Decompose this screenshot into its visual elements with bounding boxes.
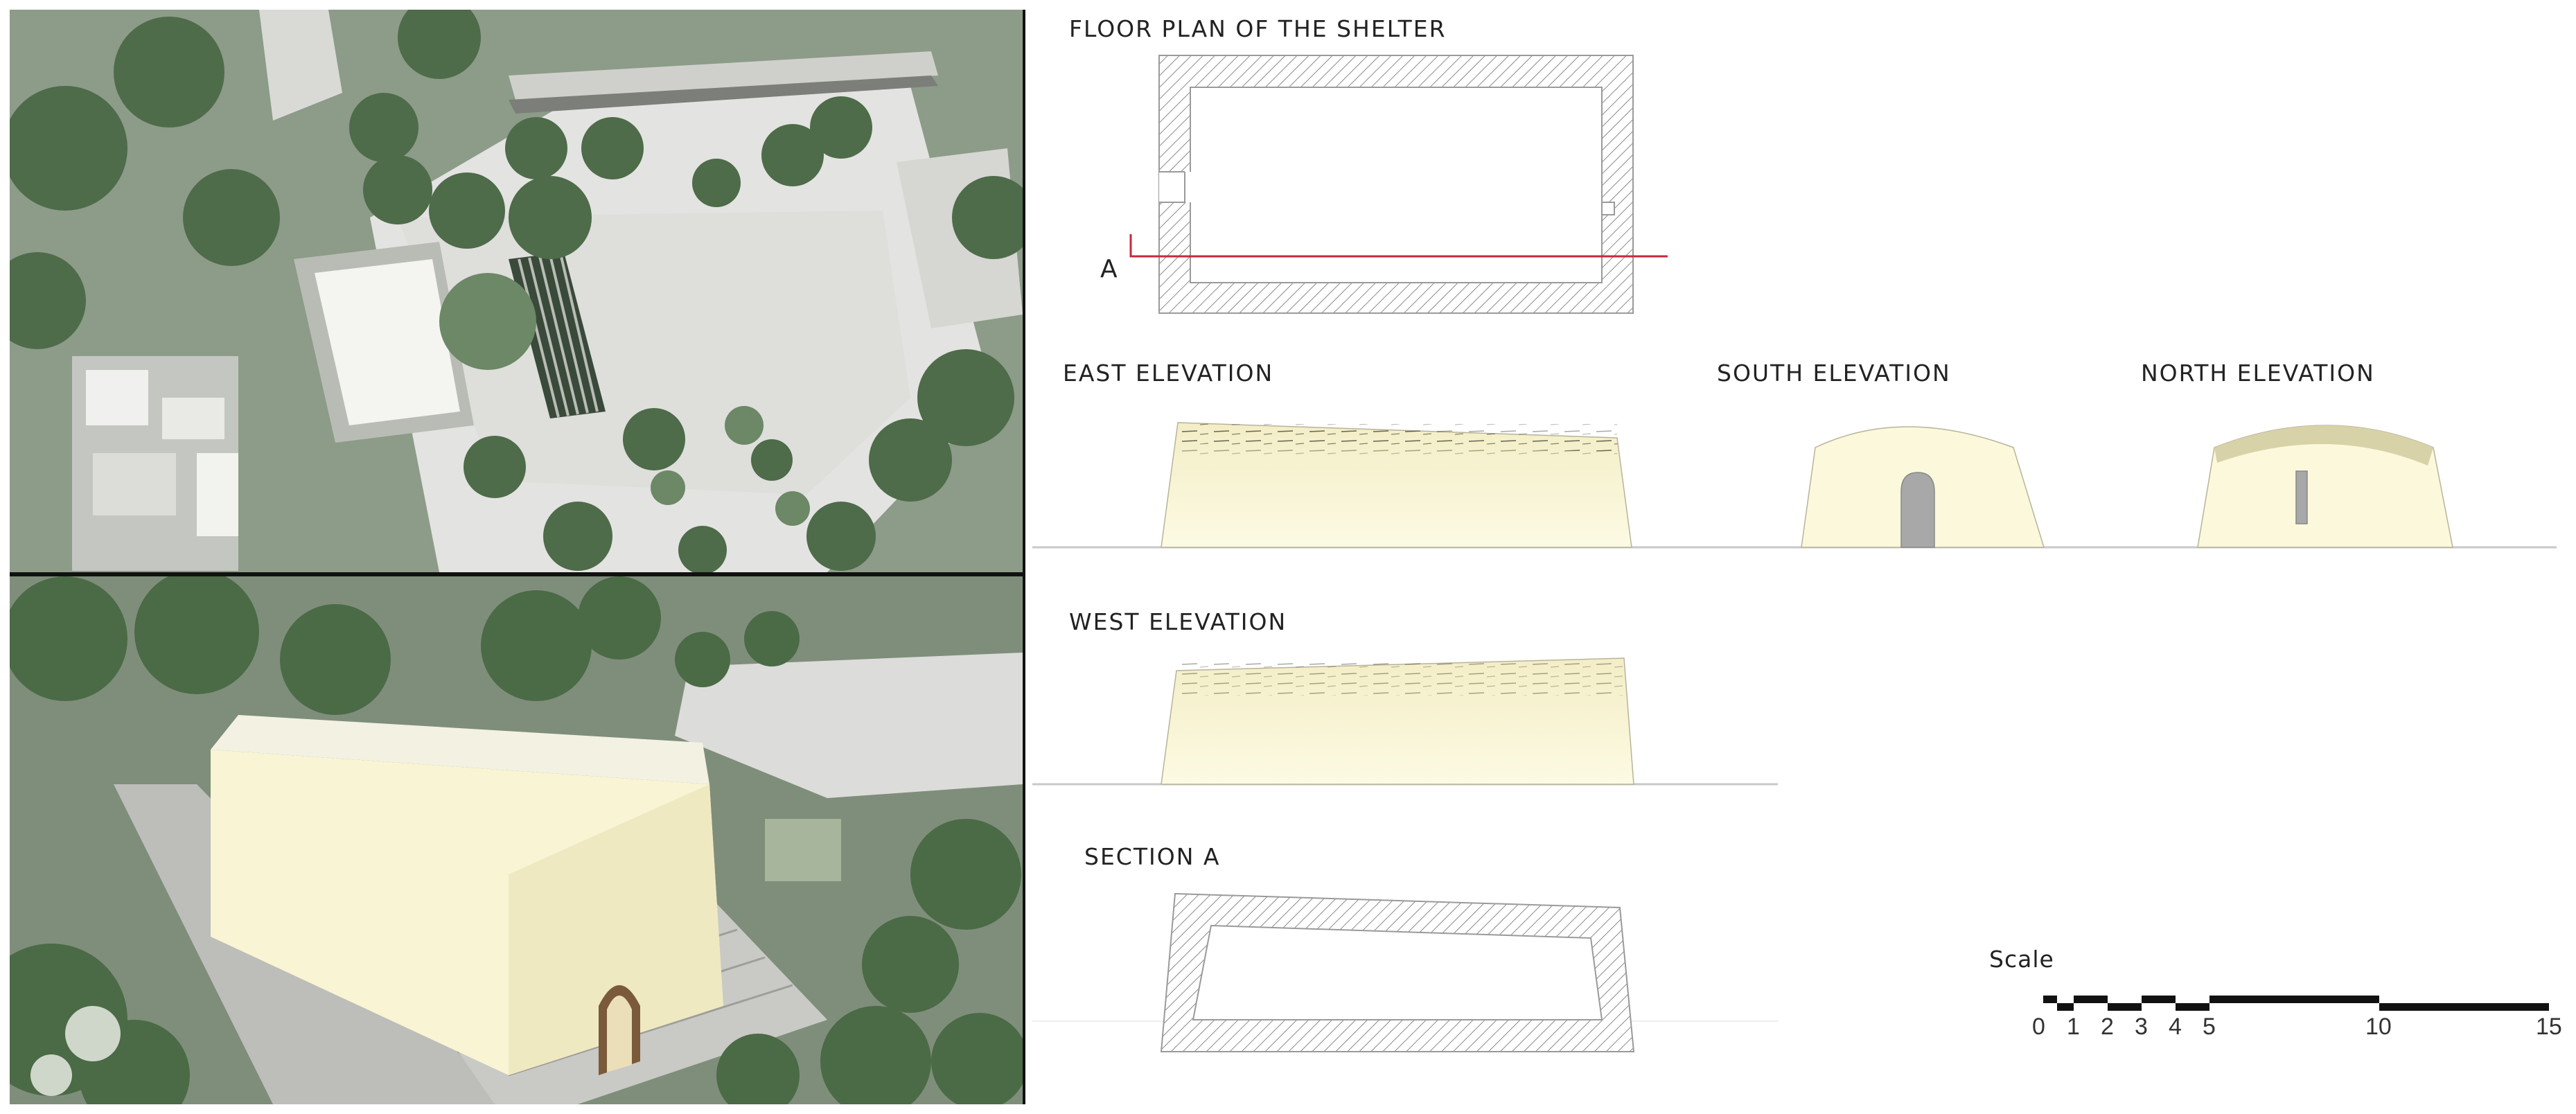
section-marker-a: A <box>1100 255 1119 283</box>
scale-tick-1: 1 <box>2067 1014 2080 1040</box>
scale-bar <box>2043 996 2549 1011</box>
oblique-photo-bottom <box>10 576 1023 1104</box>
floor-plan <box>1129 55 1668 314</box>
north-elevation-title: NORTH ELEVATION <box>2141 360 2375 387</box>
east-elevation <box>1161 422 1632 548</box>
scale-tick-15: 15 <box>2536 1014 2562 1040</box>
section-a <box>1160 892 1635 1052</box>
scale-tick-5: 5 <box>2203 1014 2216 1040</box>
scale-title: Scale <box>1989 946 2054 973</box>
east-elevation-title: EAST ELEVATION <box>1063 360 1274 387</box>
scale-tick-0: 0 <box>2032 1014 2045 1040</box>
south-elevation-title: SOUTH ELEVATION <box>1717 360 1951 387</box>
scale-tick-2: 2 <box>2101 1014 2114 1040</box>
floor-plan-title: FLOOR PLAN OF THE SHELTER <box>1069 15 1447 42</box>
photo-divider <box>10 572 1023 576</box>
photo-column-border <box>1023 10 1025 1104</box>
scale-tick-10: 10 <box>2365 1014 2392 1040</box>
section-line-a <box>1129 234 1668 258</box>
aerial-photo-top <box>10 10 1023 572</box>
north-elevation <box>2197 425 2453 548</box>
section-a-title: SECTION A <box>1084 843 1221 870</box>
west-elevation-title: WEST ELEVATION <box>1069 608 1287 635</box>
west-elevation <box>1161 657 1634 785</box>
scale-tick-4: 4 <box>2169 1014 2182 1040</box>
south-elevation <box>1801 426 2045 548</box>
scale-tick-3: 3 <box>2135 1014 2148 1040</box>
